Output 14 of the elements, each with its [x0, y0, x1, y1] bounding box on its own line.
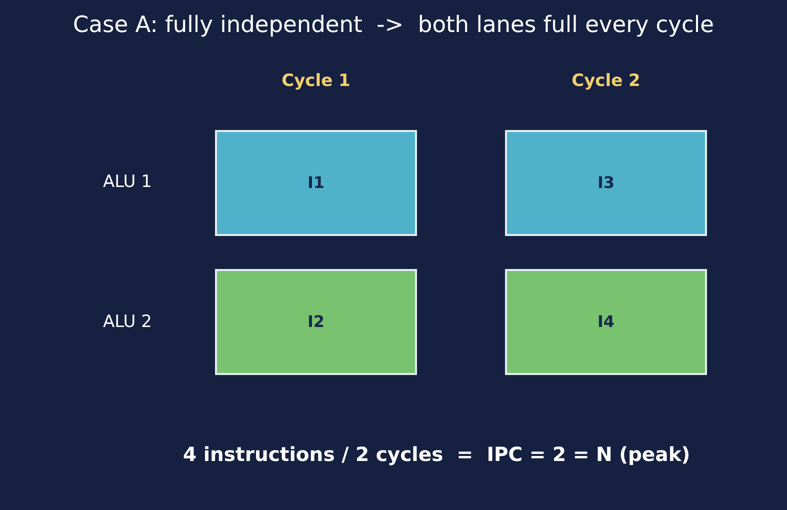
- caption: 4 instructions / 2 cycles = IPC = 2 = N (peak): [183, 442, 690, 468]
- instruction-label: I4: [597, 312, 615, 332]
- instruction-box: [215, 269, 417, 375]
- instruction-box: [505, 130, 707, 236]
- instruction-label: I3: [597, 173, 615, 193]
- instruction-box: [505, 269, 707, 375]
- instruction-label: I2: [307, 312, 325, 332]
- column-header: Cycle 2: [570, 70, 642, 92]
- column-header: Cycle 1: [280, 70, 352, 92]
- title: Case A: fully independent -> both lanes full every cycle: [72, 11, 715, 40]
- instruction-box: [215, 130, 417, 236]
- row-label: ALU 1: [103, 171, 152, 193]
- row-label: ALU 2: [103, 311, 152, 333]
- instruction-label: I1: [307, 173, 325, 193]
